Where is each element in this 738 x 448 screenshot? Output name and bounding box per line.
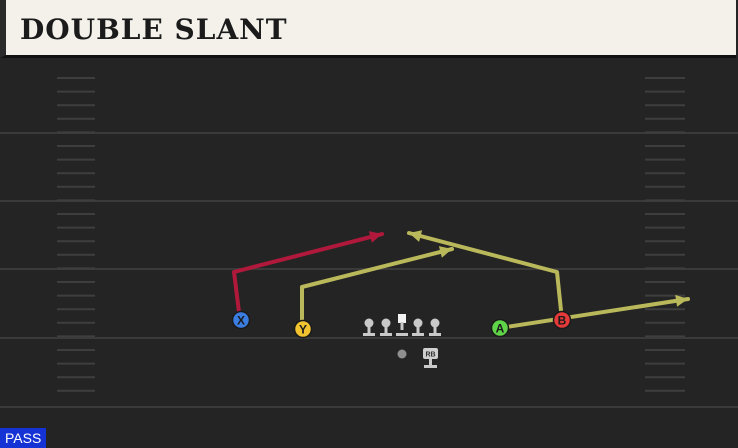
ball-icon xyxy=(397,349,407,359)
arrowhead-icon xyxy=(675,294,688,307)
lineman-icon xyxy=(380,318,392,336)
player-y: Y xyxy=(293,319,313,339)
lineman-icon xyxy=(412,318,424,336)
route-line xyxy=(300,247,454,330)
route-line xyxy=(407,231,564,322)
route-b xyxy=(407,230,564,322)
hash-marks xyxy=(57,77,685,392)
route-x xyxy=(232,231,384,322)
player-circle xyxy=(231,310,251,330)
play-type-badge: PASS xyxy=(0,428,47,448)
player-label: Y xyxy=(299,323,307,337)
rb-marker xyxy=(423,348,438,359)
lineman-icon xyxy=(429,318,441,336)
player-x: X xyxy=(231,310,251,330)
player-b: B xyxy=(552,310,572,330)
play-title: DOUBLE SLANT xyxy=(20,13,288,46)
player-circle xyxy=(490,318,510,338)
route-a xyxy=(498,294,690,330)
route-y xyxy=(300,246,454,330)
player-label: B xyxy=(558,314,567,328)
rb-label: RB xyxy=(425,352,435,359)
arrowhead-icon xyxy=(409,230,423,242)
player-circle xyxy=(293,319,313,339)
route-line xyxy=(232,232,384,322)
player-label: A xyxy=(496,322,505,336)
center-icon xyxy=(396,314,408,336)
player-a: A xyxy=(490,318,510,338)
players: X Y A B RB xyxy=(231,310,572,368)
routes xyxy=(232,230,690,330)
title-bar: DOUBLE SLANT xyxy=(0,0,736,58)
arrowhead-icon xyxy=(368,231,382,243)
lineman-icon xyxy=(363,318,375,336)
arrowhead-icon xyxy=(438,246,452,258)
player-label: X xyxy=(237,314,245,328)
player-circle xyxy=(552,310,572,330)
offensive-line xyxy=(363,314,441,359)
route-line xyxy=(498,297,690,330)
player-rb: RB xyxy=(423,348,438,368)
